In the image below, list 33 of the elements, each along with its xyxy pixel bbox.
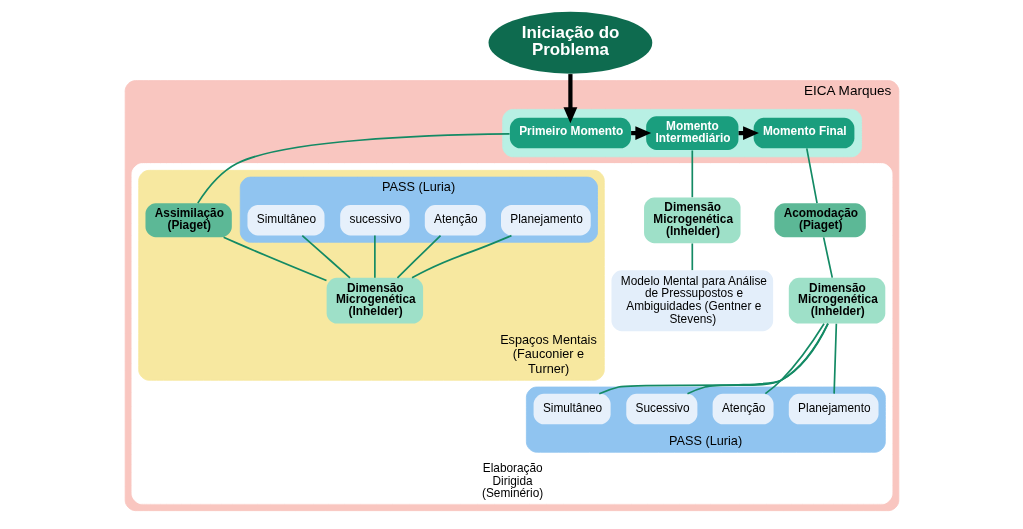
node-box: Sucessivo [625, 393, 697, 425]
node-box: Atenção [712, 393, 774, 425]
connector [222, 236, 327, 282]
node-ellipse: Iniciação do Problema [488, 11, 652, 74]
node-box: Assimilação (Piaget) [144, 203, 232, 238]
node-box: Acomodação (Piaget) [773, 203, 866, 238]
connector [410, 234, 512, 279]
node-box: Simultâneo [246, 205, 324, 236]
node-box: Primeiro Momento [509, 117, 631, 149]
node-box: sucessivo [339, 205, 410, 236]
node-box: Planejamento [500, 205, 591, 236]
connector [686, 322, 829, 395]
node-box: Dimensão Microgenética (Inhelder) [788, 277, 885, 324]
node-box: Modelo Mental para Análise de Pressupostos e Ambiguidades (Gentner e Stevens) [610, 270, 773, 332]
node-box: Momento Final [753, 117, 854, 149]
node-box: Dimensão Microgenética (Inhelder) [326, 277, 423, 324]
connector [373, 234, 376, 279]
node-box: Simultâneo [533, 393, 611, 425]
connector [597, 322, 829, 395]
connector [832, 322, 837, 395]
node-box: Momento Intermediário [645, 116, 738, 151]
connector [690, 149, 693, 199]
connector [822, 236, 833, 279]
connector [300, 234, 351, 279]
node-box: Planejamento [788, 393, 879, 425]
connector [196, 133, 510, 204]
connector [764, 322, 825, 395]
arrow [562, 74, 577, 124]
connector [396, 234, 441, 279]
connector [805, 147, 818, 204]
connector [690, 242, 693, 271]
node-box: Atenção [424, 205, 486, 236]
node-box: Dimensão Microgenética (Inhelder) [643, 197, 741, 244]
